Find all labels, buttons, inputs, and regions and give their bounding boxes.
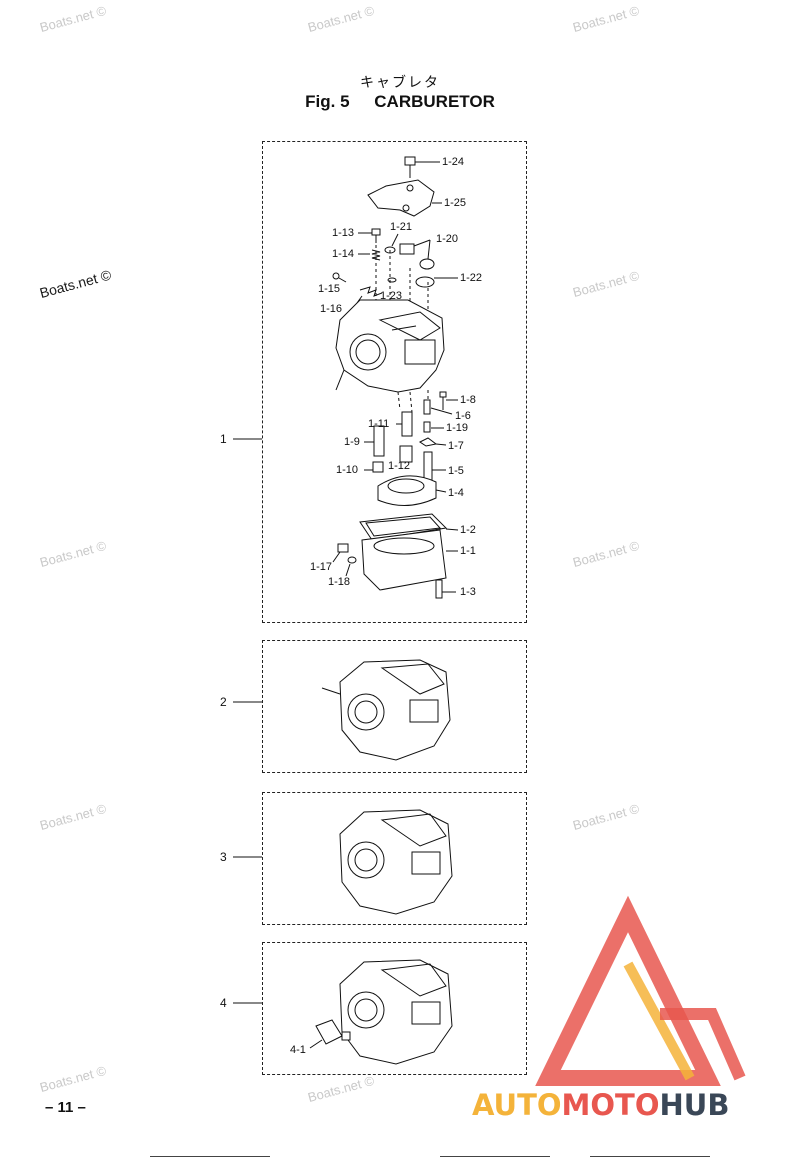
callout-1-2: 1-2 [460,524,476,536]
page-number: – 11 – [45,1099,86,1116]
assembly-box-1 [262,141,527,623]
logo-mark [535,895,746,1086]
callout-1-12: 1-12 [388,460,411,472]
figure-title: Fig. 5 CARBURETOR [0,92,800,112]
footer-rule [440,1156,550,1157]
callout-1-9: 1-9 [344,436,360,448]
footer-rule [150,1156,270,1157]
callout-1-5: 1-5 [448,465,464,477]
figure-name: CARBURETOR [374,92,495,111]
callout-1-15: 1-15 [318,283,341,295]
callout-1-22: 1-22 [460,272,483,284]
callout-1-7: 1-7 [448,440,464,452]
title-japanese: キャブレタ [360,74,440,90]
callout-1-1: 1-1 [460,545,476,557]
logo-text-auto: AUTO [472,1088,562,1122]
callout-4-1: 4-1 [290,1044,306,1056]
logo-text: AUTOMOTOHUB [472,1088,729,1122]
logo-text-moto: MOTO [561,1088,660,1122]
footer-rule [590,1156,710,1157]
logo-text-hub: HUB [659,1088,730,1122]
assembly-box-2 [262,640,527,773]
callout-1-19: 1-19 [446,422,469,434]
callout-1-21: 1-21 [390,221,413,233]
callout-1-6: 1-6 [455,410,471,422]
callout-1-24: 1-24 [442,156,465,168]
assembly-number-3: 3 [220,850,227,864]
callout-1-18: 1-18 [328,576,351,588]
callout-1-25: 1-25 [444,197,467,209]
callout-1-20: 1-20 [436,233,459,245]
assembly-number-4: 4 [220,996,227,1010]
callout-1-13: 1-13 [332,227,355,239]
callout-1-8: 1-8 [460,394,476,406]
callout-1-17: 1-17 [310,561,333,573]
callout-1-3: 1-3 [460,586,476,598]
callout-1-11: 1-11 [368,418,390,430]
callout-1-10: 1-10 [336,464,359,476]
callout-1-14: 1-14 [332,248,355,260]
assembly-box-3 [262,792,527,925]
assembly-number-2: 2 [220,695,227,709]
callout-1-23: 1-23 [380,290,403,302]
assembly-box-4 [262,942,527,1075]
figure-label: Fig. 5 [305,92,350,111]
callout-1-16: 1-16 [320,303,343,315]
callout-1-4: 1-4 [448,487,464,499]
assembly-number-1: 1 [220,432,227,446]
